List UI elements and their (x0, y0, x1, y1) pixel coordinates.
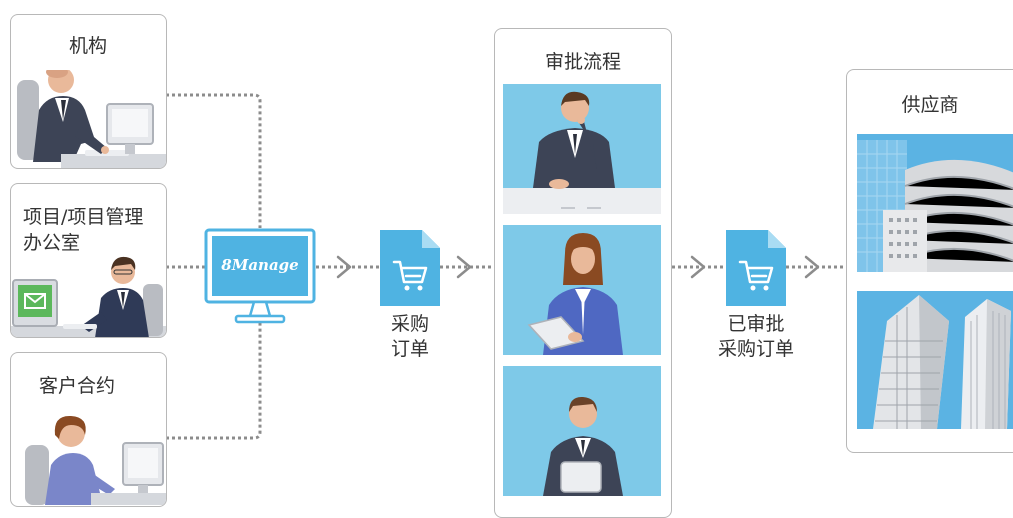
shopping-cart-icon (392, 260, 428, 284)
purchase-order-document-icon (380, 230, 440, 306)
connector-contract (166, 322, 262, 440)
flow-connectors (166, 93, 846, 440)
arrow-chevron-icon (336, 255, 352, 279)
org-label: 机构 (69, 35, 108, 57)
office-worker-illustration (17, 70, 166, 168)
arrow-chevron-icon (456, 255, 472, 279)
8manage-logo: 8Manage (221, 256, 299, 274)
org-card: 机构 (10, 14, 167, 169)
supplier-card: 供应商 (846, 69, 1013, 453)
approved-order-label-line2: 采购订单 (717, 338, 794, 360)
purchase-order-label-line1: 采购 (390, 313, 429, 335)
arrow-chevron-icon (804, 255, 820, 279)
manager-illustration (11, 256, 166, 337)
supplier-title: 供应商 (901, 94, 959, 116)
shopping-cart-icon (738, 260, 774, 284)
approval-process-card: 审批流程 (494, 28, 672, 518)
project-label-line1: 项目/项目管理 (23, 206, 144, 228)
customer-contract-card: 客户合约 (10, 352, 167, 507)
approver-woman-illustration (503, 225, 661, 355)
woman-at-desk-illustration (25, 415, 166, 505)
project-label-line2: 办公室 (23, 232, 81, 254)
approver-young-man-illustration (503, 366, 661, 496)
8manage-monitor-icon (204, 228, 316, 324)
purchase-order-label-line2: 订单 (390, 338, 429, 360)
contract-label: 客户合约 (39, 375, 116, 397)
supplier-skyscraper-illustration (857, 291, 1013, 429)
connector-org (166, 93, 262, 228)
approval-title: 审批流程 (544, 51, 621, 73)
approved-order-label-line1: 已审批 (727, 313, 785, 335)
supplier-building-illustration (857, 134, 1013, 272)
approved-order-document-icon (726, 230, 786, 306)
arrow-chevron-icon (690, 255, 706, 279)
project-office-card: 项目/项目管理 办公室 (10, 183, 167, 338)
approver-executive-illustration (503, 84, 661, 214)
